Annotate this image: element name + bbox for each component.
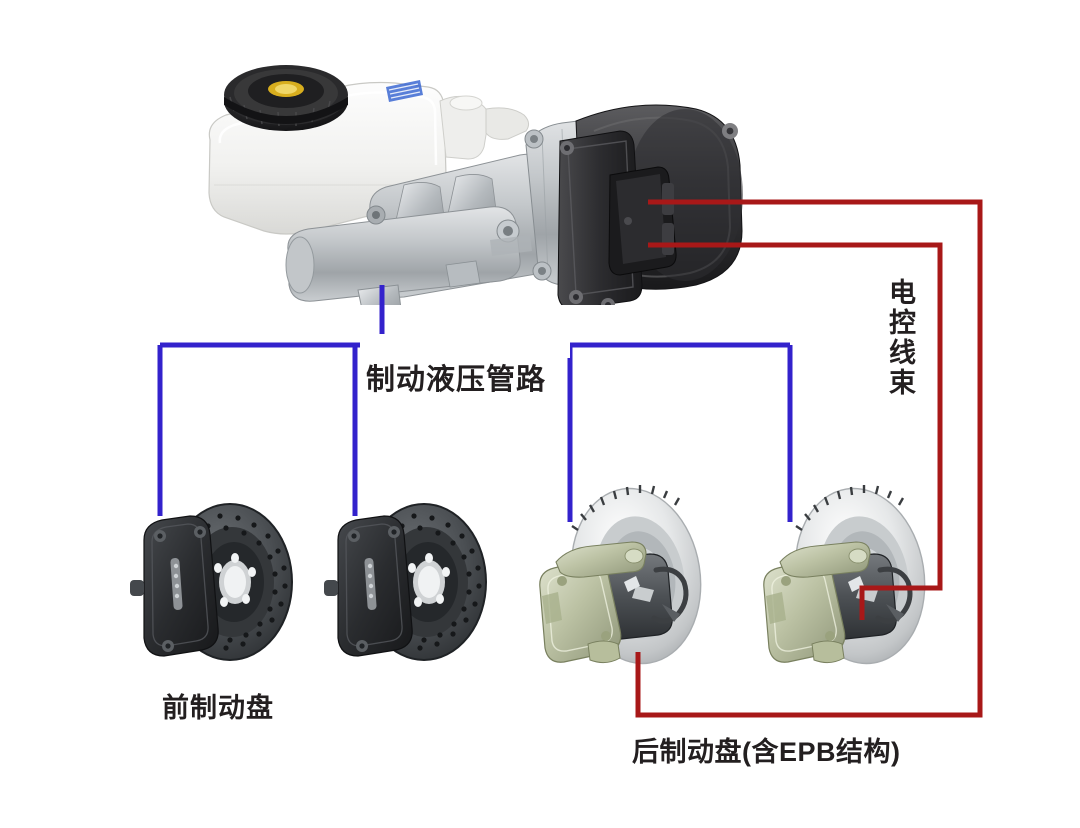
harness-connector [608, 166, 677, 276]
front-brake-disc-right [324, 503, 487, 661]
control-harness-label: 电控线束 [885, 278, 915, 398]
harness-label-knockout [884, 272, 922, 422]
rear-caliper-right [763, 541, 871, 664]
rear-brake-disc-right [763, 485, 926, 665]
front-brake-disc-left [130, 503, 293, 661]
master-cylinder-body [285, 153, 563, 305]
front-caliper-right [324, 515, 413, 657]
rear-brake-disc-left [539, 485, 702, 665]
hydraulic-label-knockout [360, 334, 570, 358]
harness-outer [635, 199, 983, 718]
front-brake-disc-label: 前制动盘 [162, 693, 274, 723]
harness-network [635, 199, 983, 718]
front-caliper-left [130, 515, 219, 657]
rear-caliper-left [539, 541, 647, 664]
hydraulic-line-network [157, 285, 793, 522]
harness-inner [648, 242, 943, 620]
reservoir-cap [224, 65, 348, 131]
rear-brake-disc-label: 后制动盘(含EPB结构) [632, 737, 901, 767]
hydraulic-line-label: 制动液压管路 [366, 364, 547, 396]
